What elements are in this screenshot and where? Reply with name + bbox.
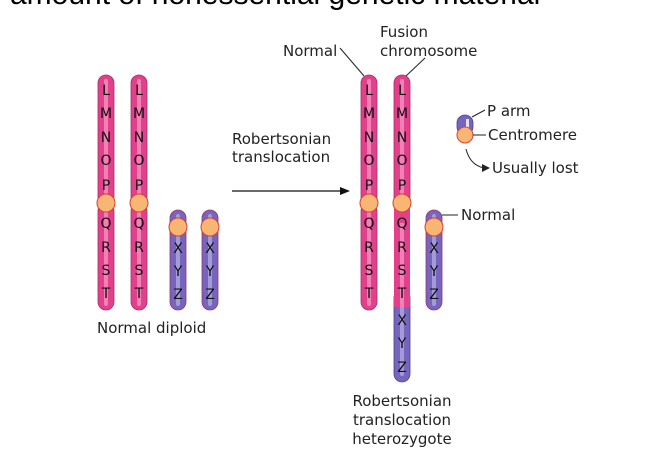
gene-letter: N	[397, 130, 407, 146]
fusion-label: Fusion	[380, 23, 428, 41]
gene-letter: Q	[100, 216, 111, 232]
leader-line	[471, 109, 486, 118]
p-arm-highlight	[104, 79, 108, 201]
gene-letter: R	[101, 240, 111, 256]
centromere	[96, 193, 116, 213]
gene-letter: Y	[173, 264, 183, 280]
gene-letter: O	[133, 153, 144, 169]
centromere	[129, 193, 149, 213]
gene-letter: Y	[205, 264, 215, 280]
heterozygote-label: translocation	[353, 411, 451, 429]
gene-letter: P	[102, 178, 110, 194]
small-chromosome-body-highlight	[432, 214, 436, 306]
gene-letter: S	[365, 263, 374, 279]
gene-letter: Z	[205, 287, 215, 303]
centromere	[200, 217, 220, 237]
gene-letter: N	[364, 130, 374, 146]
usually-lost-arrow-head	[482, 164, 490, 172]
gene-letter: P	[135, 178, 143, 194]
gene-letter: S	[102, 263, 111, 279]
gene-letter: X	[429, 241, 439, 257]
normal-large-chromosome	[359, 74, 379, 311]
gene-letter: M	[100, 106, 112, 122]
gene-letter: Q	[396, 216, 407, 232]
p-arm-highlight	[137, 79, 141, 201]
centromere	[424, 217, 444, 237]
process-label: translocation	[232, 148, 330, 166]
gene-letter: Y	[397, 336, 407, 352]
legend-centromere	[456, 126, 474, 144]
q-arm-highlight	[367, 207, 371, 306]
gene-letter: T	[101, 286, 111, 302]
fused-pink-highlight	[400, 209, 404, 307]
gene-letter: Z	[173, 287, 183, 303]
gene-letter: R	[364, 240, 374, 256]
gene-letter: R	[134, 240, 144, 256]
centromere	[392, 193, 412, 213]
header-text: amount of nonessential genetic material	[10, 0, 540, 12]
p-arm-label: P arm	[487, 102, 531, 120]
usually-lost-label: Usually lost	[492, 159, 579, 177]
process-arrow-head	[340, 187, 350, 195]
fusion-label: chromosome	[380, 42, 477, 60]
gene-letter: L	[135, 83, 143, 99]
gene-letter: Q	[133, 216, 144, 232]
p-arm-highlight	[367, 79, 371, 201]
heterozygote-label: Robertsonian	[352, 392, 451, 410]
heterozygote-label: heterozygote	[352, 430, 451, 448]
fused-purple-arm-highlight	[400, 300, 404, 376]
large-chromosome-1	[96, 74, 116, 311]
legend-p-arm-highlight	[466, 119, 469, 129]
gene-letter: Z	[397, 360, 407, 376]
gene-letter: Z	[429, 287, 439, 303]
gene-letter: O	[396, 153, 407, 169]
gene-letter: O	[363, 153, 374, 169]
gene-letter: L	[365, 83, 373, 99]
gene-letter: T	[134, 286, 144, 302]
normal-right-label: Normal	[461, 206, 515, 224]
gene-letter: R	[397, 240, 407, 256]
centromere	[168, 217, 188, 237]
centromere-label: Centromere	[488, 126, 577, 144]
leader-line	[405, 57, 426, 77]
small-chromosome-1	[168, 209, 188, 311]
normal-small-chromosome	[424, 209, 444, 311]
normal-diploid-label: Normal diploid	[97, 319, 206, 337]
q-arm-highlight	[104, 207, 108, 306]
gene-letter: L	[398, 83, 406, 99]
gene-letter: N	[101, 130, 111, 146]
gene-letter: Q	[363, 216, 374, 232]
gene-letter: X	[397, 313, 407, 329]
fusion-chromosome	[392, 74, 412, 383]
leader-line	[339, 47, 365, 77]
small-chromosome-body-highlight	[208, 214, 212, 306]
process-label: Robertsonian	[232, 130, 331, 148]
gene-letter: P	[365, 178, 373, 194]
gene-letter: M	[396, 106, 408, 122]
large-chromosome-2	[129, 74, 149, 311]
p-arm-highlight	[400, 79, 404, 201]
normal-label: Normal	[283, 42, 337, 60]
gene-letter: X	[205, 241, 215, 257]
gene-letter: O	[100, 153, 111, 169]
gene-letter: Y	[429, 264, 439, 280]
centromere	[359, 193, 379, 213]
small-chromosome-body-highlight	[176, 214, 180, 306]
gene-letter: T	[364, 286, 374, 302]
q-arm-highlight	[137, 207, 141, 306]
gene-letter: X	[173, 241, 183, 257]
gene-letter: P	[398, 178, 406, 194]
gene-letter: S	[398, 263, 407, 279]
legend-p-arm-centromere	[456, 114, 474, 144]
gene-letter: S	[135, 263, 144, 279]
gene-letter: T	[397, 286, 407, 302]
gene-letter: M	[363, 106, 375, 122]
gene-letter: N	[134, 130, 144, 146]
gene-letter: L	[102, 83, 110, 99]
small-chromosome-2	[200, 209, 220, 311]
usually-lost-arrow	[465, 148, 485, 169]
gene-letter: M	[133, 106, 145, 122]
